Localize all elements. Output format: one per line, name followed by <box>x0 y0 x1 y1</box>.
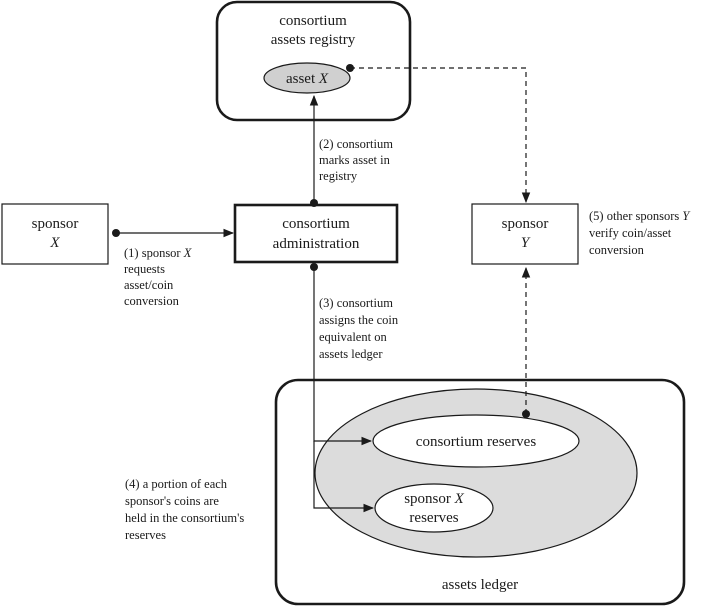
ledger-ellipse <box>314 388 638 558</box>
assets-ledger-node: consortium reserves sponsor X reserves a… <box>274 378 686 606</box>
connector-registry-to-sponsor-y <box>346 64 531 204</box>
assets-registry-node: consortium assets registry asset X <box>215 0 412 122</box>
connector-verify <box>521 266 531 418</box>
step4-line1: (4) a portion of each <box>125 477 228 491</box>
step3-line4: assets ledger <box>319 347 383 361</box>
step3-line2: assigns the coin <box>319 313 399 327</box>
step5-line1: (5) other sponsors Y <box>589 209 691 223</box>
step4-line3: held in the consortium's <box>125 511 244 525</box>
connector-request <box>112 228 235 238</box>
connector-assign-coins <box>310 263 375 513</box>
step2-line3: registry <box>319 169 358 183</box>
sponsor-y-line2: Y <box>521 235 531 251</box>
administration-line2: administration <box>273 236 360 252</box>
step1-line4: conversion <box>124 294 180 308</box>
step2-line2: marks asset in <box>319 153 391 167</box>
step2-line1: (2) consortium <box>319 137 393 151</box>
consortium-reserves-label: consortium reserves <box>416 434 537 450</box>
step5-line2: verify coin/asset <box>589 226 672 240</box>
step4-line4: reserves <box>125 528 166 542</box>
sponsor-x-node: sponsor X <box>1 203 109 265</box>
step1-line2: requests <box>124 262 165 276</box>
sponsor-y-node: sponsor Y <box>471 203 579 265</box>
asset-x-ellipse <box>263 62 351 94</box>
step4-note: (4) a portion of each sponsor's coins ar… <box>125 477 244 542</box>
step1-line1: (1) sponsor X <box>124 246 193 260</box>
step2-note: (2) consortium marks asset in registry <box>319 137 393 183</box>
sponsor-y-line1: sponsor <box>502 216 549 232</box>
step3-line1: (3) consortium <box>319 296 393 310</box>
step3-line3: equivalent on <box>319 330 387 344</box>
step3-note: (3) consortium assigns the coin equivale… <box>319 296 399 361</box>
sponsor-reserves-line1: sponsor X <box>404 491 464 507</box>
sponsor-reserves-line2: reserves <box>409 510 458 526</box>
step5-line3: conversion <box>589 243 645 257</box>
sponsor-reserves-ellipse <box>374 483 494 533</box>
step5-note: (5) other sponsors Y verify coin/asset c… <box>589 209 691 257</box>
connector-mark-registry <box>309 94 319 207</box>
step1-line3: asset/coin <box>124 278 174 292</box>
registry-title-line2: assets registry <box>271 32 356 48</box>
sponsor-x-line1: sponsor <box>32 216 79 232</box>
step1-note: (1) sponsor X requests asset/coin conver… <box>124 246 193 308</box>
asset-x-label: asset X <box>286 71 329 87</box>
administration-line1: consortium <box>282 216 350 232</box>
administration-node: consortium administration <box>233 203 399 264</box>
step4-line2: sponsor's coins are <box>125 494 219 508</box>
sponsor-x-line2: X <box>49 235 60 251</box>
consortium-reserves-ellipse <box>372 414 580 468</box>
registry-title-line1: consortium <box>279 13 347 29</box>
assets-ledger-title: assets ledger <box>442 577 518 593</box>
